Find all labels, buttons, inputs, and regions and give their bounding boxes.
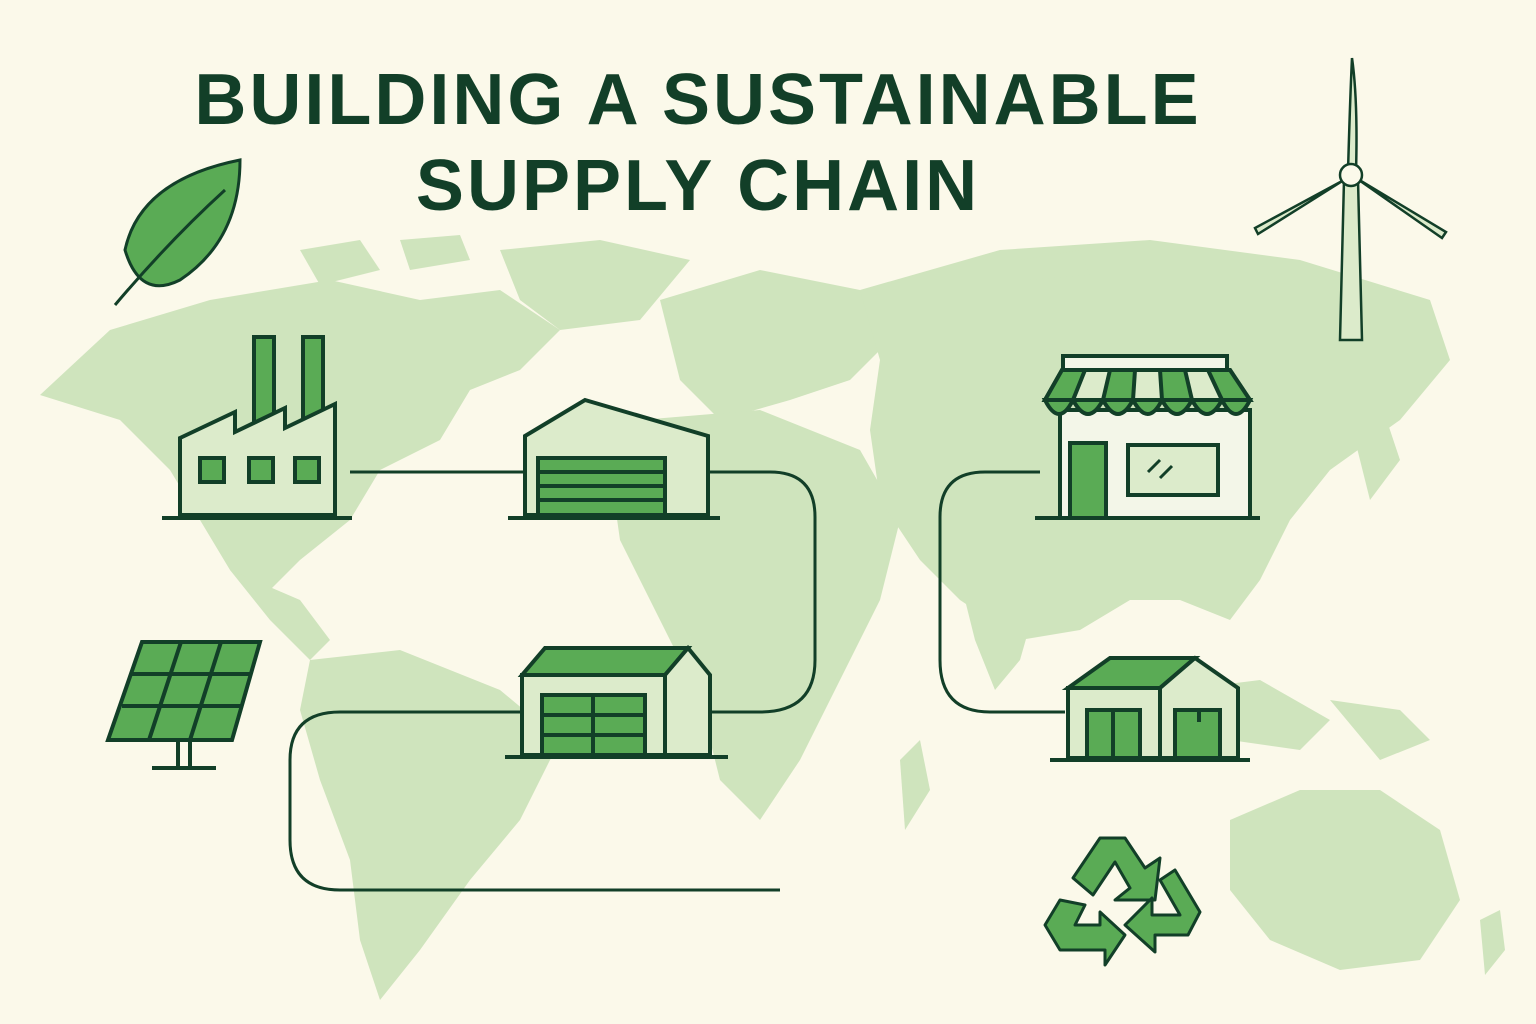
title-line-2: SUPPLY CHAIN xyxy=(415,146,981,226)
leaf-icon xyxy=(113,158,242,306)
distribution-center-icon xyxy=(505,644,728,759)
title-line-1: BUILDING A SUSTAINABLE xyxy=(194,60,1202,140)
store-icon xyxy=(1035,354,1260,520)
wind-turbine-icon xyxy=(1253,57,1448,342)
recycle-icon xyxy=(1043,836,1202,967)
factory-icon xyxy=(162,335,352,520)
home-icon xyxy=(1050,655,1250,762)
supply-route xyxy=(288,470,1065,892)
warehouse-icon xyxy=(508,397,720,520)
solar-panel-icon xyxy=(105,640,263,770)
